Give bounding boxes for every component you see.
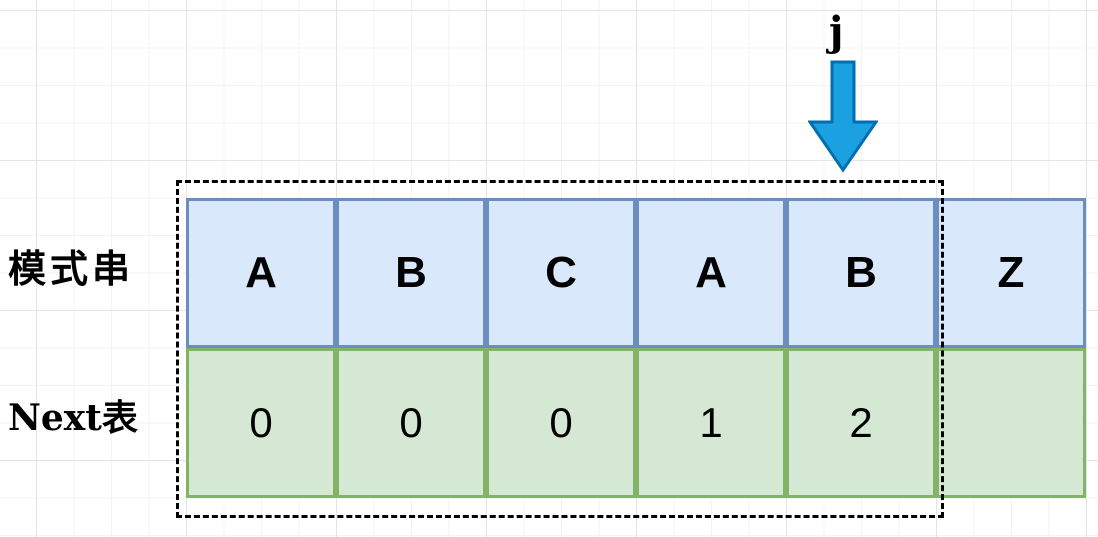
- next-table-cell: 2: [786, 348, 936, 498]
- pattern-row-label: 模式串: [8, 246, 135, 291]
- pattern-cell: B: [336, 198, 486, 348]
- pointer-label: j: [829, 8, 844, 55]
- pattern-cell: A: [186, 198, 336, 348]
- pattern-cell: A: [636, 198, 786, 348]
- down-arrow-icon: [807, 60, 879, 179]
- next-table-cell: 0: [186, 348, 336, 498]
- down-arrow-shape: [807, 60, 879, 173]
- next-table-row: 0 0 0 1 2: [186, 348, 1086, 498]
- pattern-cell: B: [786, 198, 936, 348]
- next-table-cell: 0: [336, 348, 486, 498]
- next-table-cell: [936, 348, 1086, 498]
- next-table-row-label: Next表: [8, 397, 138, 439]
- pattern-cell: Z: [936, 198, 1086, 348]
- pattern-cell: C: [486, 198, 636, 348]
- next-table-cell: 0: [486, 348, 636, 498]
- pattern-row: A B C A B Z: [186, 198, 1086, 348]
- next-table-cell: 1: [636, 348, 786, 498]
